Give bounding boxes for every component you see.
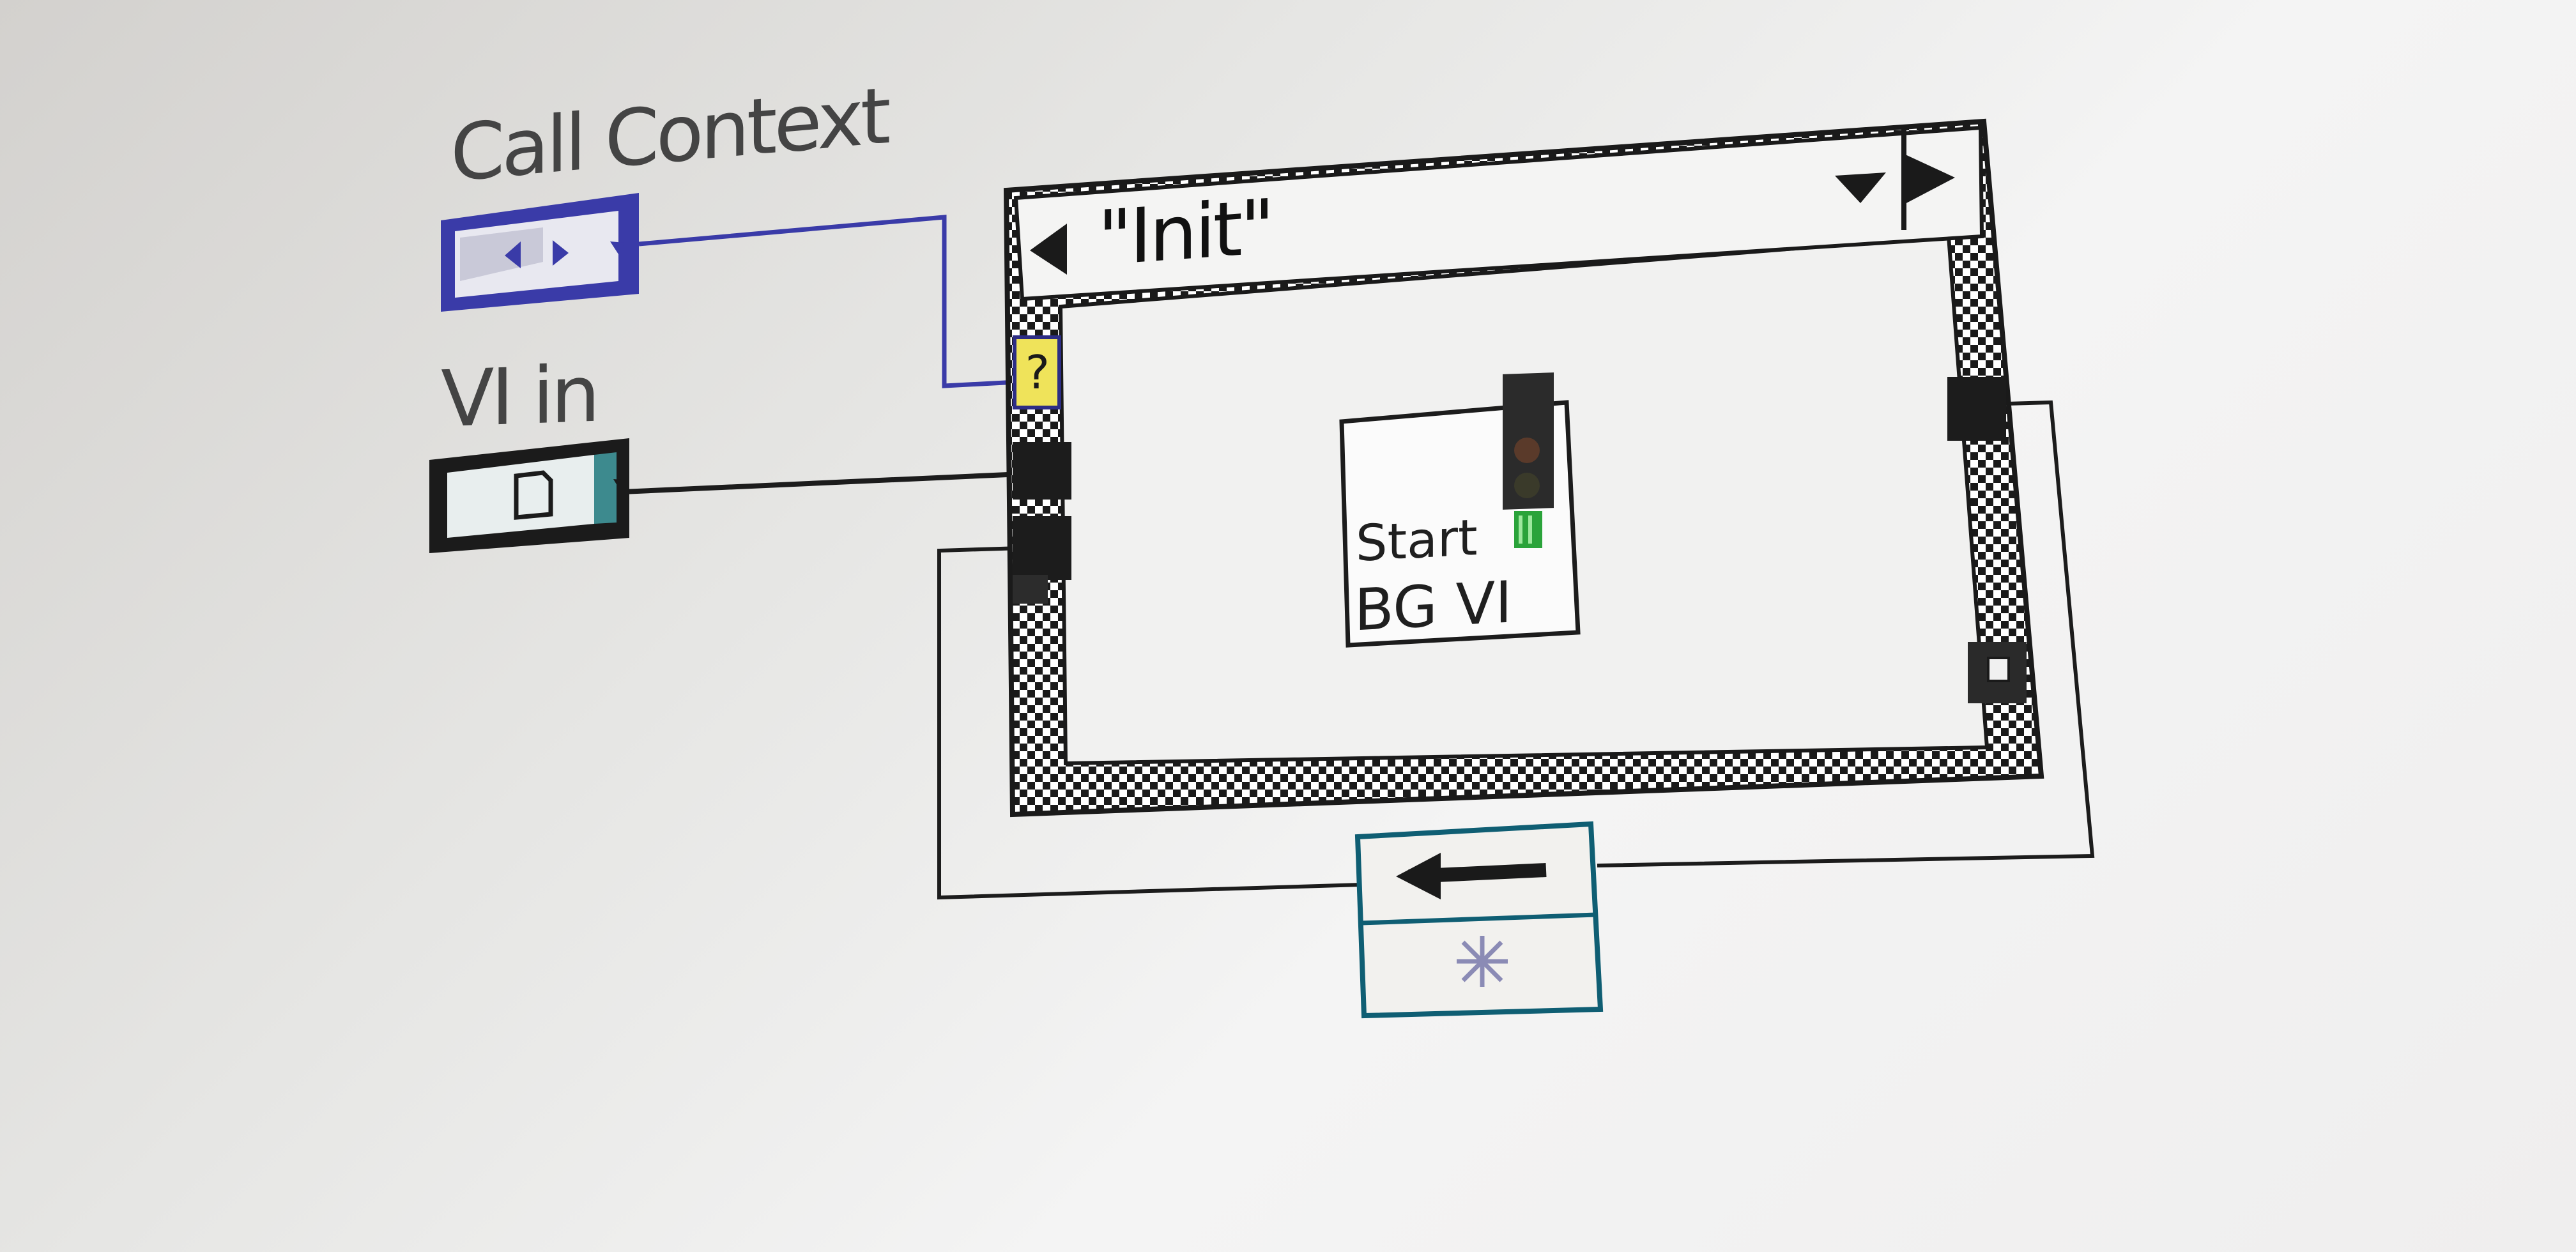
vi-in-terminal[interactable]	[429, 438, 629, 553]
decrement-case-icon[interactable]	[1030, 224, 1067, 275]
vi-in-label: VI in	[441, 348, 597, 445]
call-context-wire[interactable]	[638, 215, 1018, 388]
start-bg-vi-subvi[interactable]	[1339, 372, 1581, 648]
case-selector-terminal[interactable]: ?	[1013, 335, 1061, 409]
feedback-loop-wire[interactable]	[1597, 400, 2095, 867]
case-selector-value[interactable]: "Init"	[1098, 182, 1273, 283]
error-tunnel-icon	[1987, 657, 2010, 682]
feedback-return-wire[interactable]	[937, 546, 1361, 900]
shift-register-left[interactable]	[1013, 516, 1071, 580]
vi-output-tunnel[interactable]	[1947, 377, 2006, 441]
vi-input-tunnel[interactable]	[1013, 442, 1071, 500]
case-selector-bar[interactable]	[1013, 125, 1984, 302]
subvi-label-line1: Start	[1356, 509, 1478, 573]
vi-in-wire[interactable]	[622, 471, 1023, 494]
call-context-terminal[interactable]	[441, 193, 639, 312]
case-structure[interactable]	[1003, 118, 2044, 818]
case-selector-icon: ?	[1023, 346, 1050, 399]
feedback-node-icon	[1396, 853, 1441, 899]
chevron-down-icon[interactable]	[1835, 172, 1886, 203]
initializer-star-icon	[1457, 936, 1508, 987]
call-context-terminal-icon	[505, 241, 521, 268]
error-tunnel[interactable]	[1968, 642, 2027, 703]
vi-refnum-terminal-icon	[514, 470, 553, 520]
subvi-label-line2: BG VI	[1354, 569, 1512, 645]
feedback-node[interactable]	[1354, 821, 1604, 1019]
increment-case-icon[interactable]	[1903, 153, 1955, 204]
